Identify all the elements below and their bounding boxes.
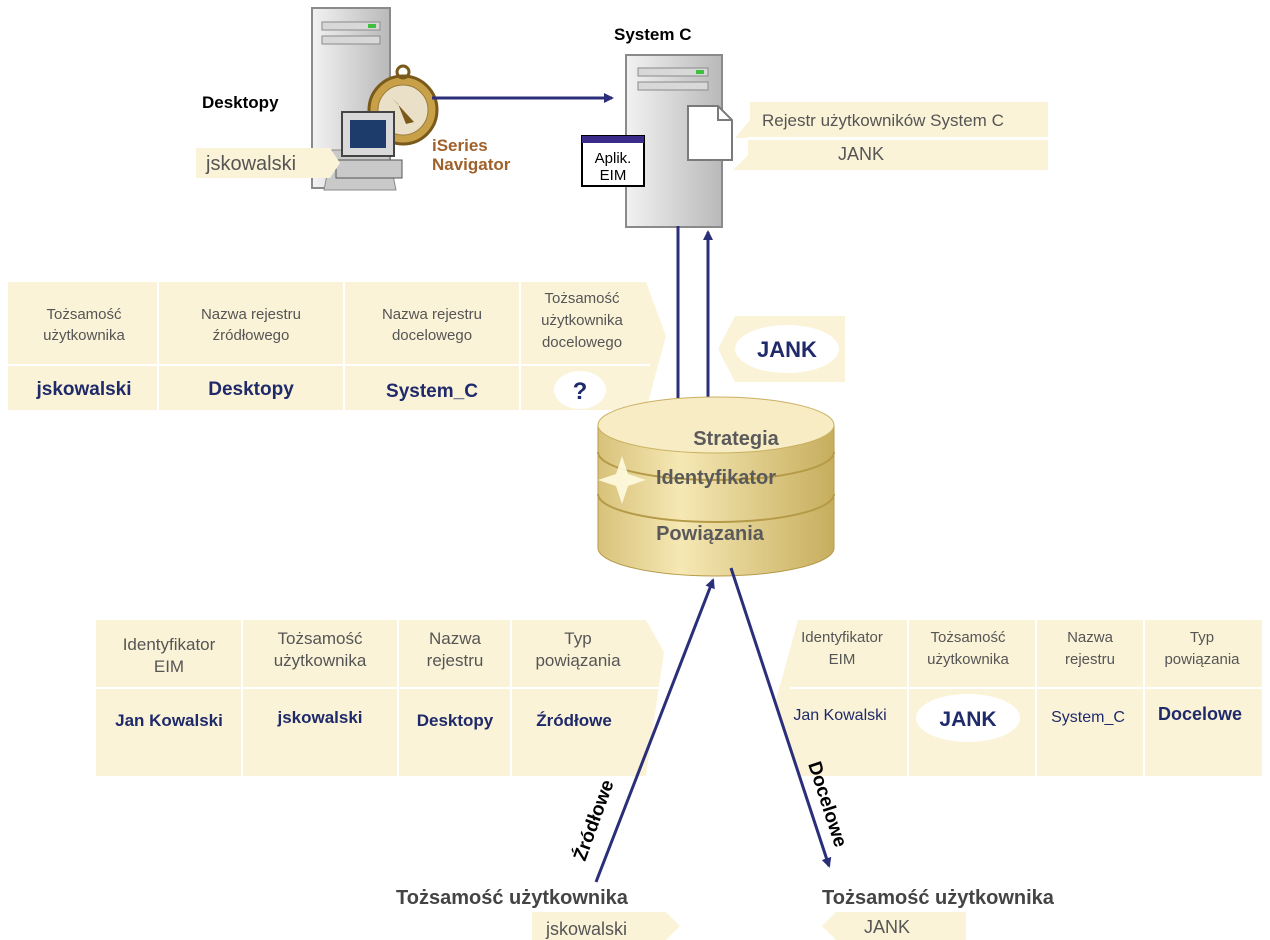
source-header-3-line1: Nazwa (429, 629, 482, 648)
target-header-2-line1: Tożsamość (930, 629, 1006, 646)
source-header-2-line1: Tożsamość (277, 629, 363, 648)
eim-app-window (581, 135, 645, 187)
target-header-2-line2: użytkownika (927, 651, 1009, 668)
lookup-header-2-line2: źródłowego (213, 327, 290, 344)
lookup-header-1-line2: użytkownika (43, 327, 125, 344)
target-value-registry: System_C (1051, 709, 1125, 726)
target-value-eim-id: Jan Kowalski (793, 707, 886, 724)
lookup-header-4-line3: docelowego (542, 334, 622, 351)
registry-user-tag (733, 140, 1048, 170)
registry-label-tag (735, 102, 1048, 138)
eim-app-line2: EIM (600, 167, 627, 184)
source-identity-tag (532, 912, 680, 940)
eim-app-line1: Aplik. (595, 150, 632, 167)
target-header-3-line1: Nazwa (1067, 629, 1114, 646)
returned-id-bubble (735, 325, 839, 373)
desktop-user: jskowalski (205, 153, 296, 175)
returned-id: JANK (757, 337, 817, 362)
eim-identifier-label: Identyfikator (656, 467, 776, 489)
navigator-label-line1: iSeries (432, 136, 488, 155)
eim-strategy-label: Strategia (693, 428, 779, 450)
lookup-header-2-line1: Nazwa rejestru (201, 306, 301, 323)
source-arrow-label: Źródłowe (569, 777, 619, 864)
source-value-eim-id: Jan Kowalski (115, 711, 223, 730)
target-header-1-line1: Identyfikator (801, 629, 883, 646)
lookup-header-1-line1: Tożsamość (46, 306, 122, 323)
target-header-1-line2: EIM (829, 651, 856, 668)
monitor-icon (335, 111, 403, 179)
target-value-type: Docelowe (1158, 704, 1242, 724)
source-header-4-line2: powiązania (535, 651, 621, 670)
lookup-header-4-line1: Tożsamość (544, 290, 620, 307)
source-header-2-line2: użytkownika (274, 651, 367, 670)
unknown-target-bubble (554, 371, 606, 409)
target-identity-value: JANK (864, 917, 910, 937)
desktop-user-tag (196, 148, 340, 178)
source-value-registry: Desktopy (417, 711, 494, 730)
target-header-3-line2: rejestru (1065, 651, 1115, 668)
lookup-header-3-line2: docelowego (392, 327, 472, 344)
lookup-value-target-registry: System_C (386, 381, 478, 402)
source-header-1-line1: Identyfikator (123, 635, 216, 654)
lookup-header-4-line2: użytkownika (541, 312, 623, 329)
source-header-1-line2: EIM (154, 657, 184, 676)
desktop-label: Desktopy (202, 93, 279, 112)
source-identity-value: jskowalski (545, 919, 627, 939)
source-association-arrow (594, 578, 715, 883)
document-icon (687, 105, 733, 161)
target-header-4-line2: powiązania (1164, 651, 1240, 668)
source-value-type: Źródłowe (536, 711, 612, 730)
eim-associations-label: Powiązania (656, 523, 765, 545)
source-association-table (96, 620, 664, 776)
navigator-label-line2: Navigator (432, 155, 511, 174)
target-association-table (776, 620, 1262, 776)
source-header-3-line2: rejestru (427, 651, 484, 670)
lookup-header-3-line1: Nazwa rejestru (382, 306, 482, 323)
target-header-4-line1: Typ (1190, 629, 1214, 646)
source-identity-title: Tożsamość użytkownika (396, 887, 629, 909)
lookup-value-source-registry: Desktopy (208, 379, 294, 400)
target-association-arrow (729, 567, 832, 868)
lookup-value-user: jskowalski (35, 379, 131, 400)
target-identity-title: Tożsamość użytkownika (822, 887, 1055, 909)
database-cylinder-icon (597, 396, 835, 577)
registry-label: Rejestr użytkowników System C (762, 111, 1004, 130)
registry-user: JANK (838, 144, 884, 164)
source-value-user: jskowalski (276, 708, 362, 727)
target-user-bubble (916, 694, 1020, 742)
target-identity-tag (822, 912, 966, 940)
source-header-4-line1: Typ (564, 629, 591, 648)
target-value-user: JANK (939, 708, 996, 731)
lookup-table (8, 282, 666, 410)
system-c-title: System C (614, 25, 691, 44)
lookup-value-target-user: ? (573, 378, 588, 405)
